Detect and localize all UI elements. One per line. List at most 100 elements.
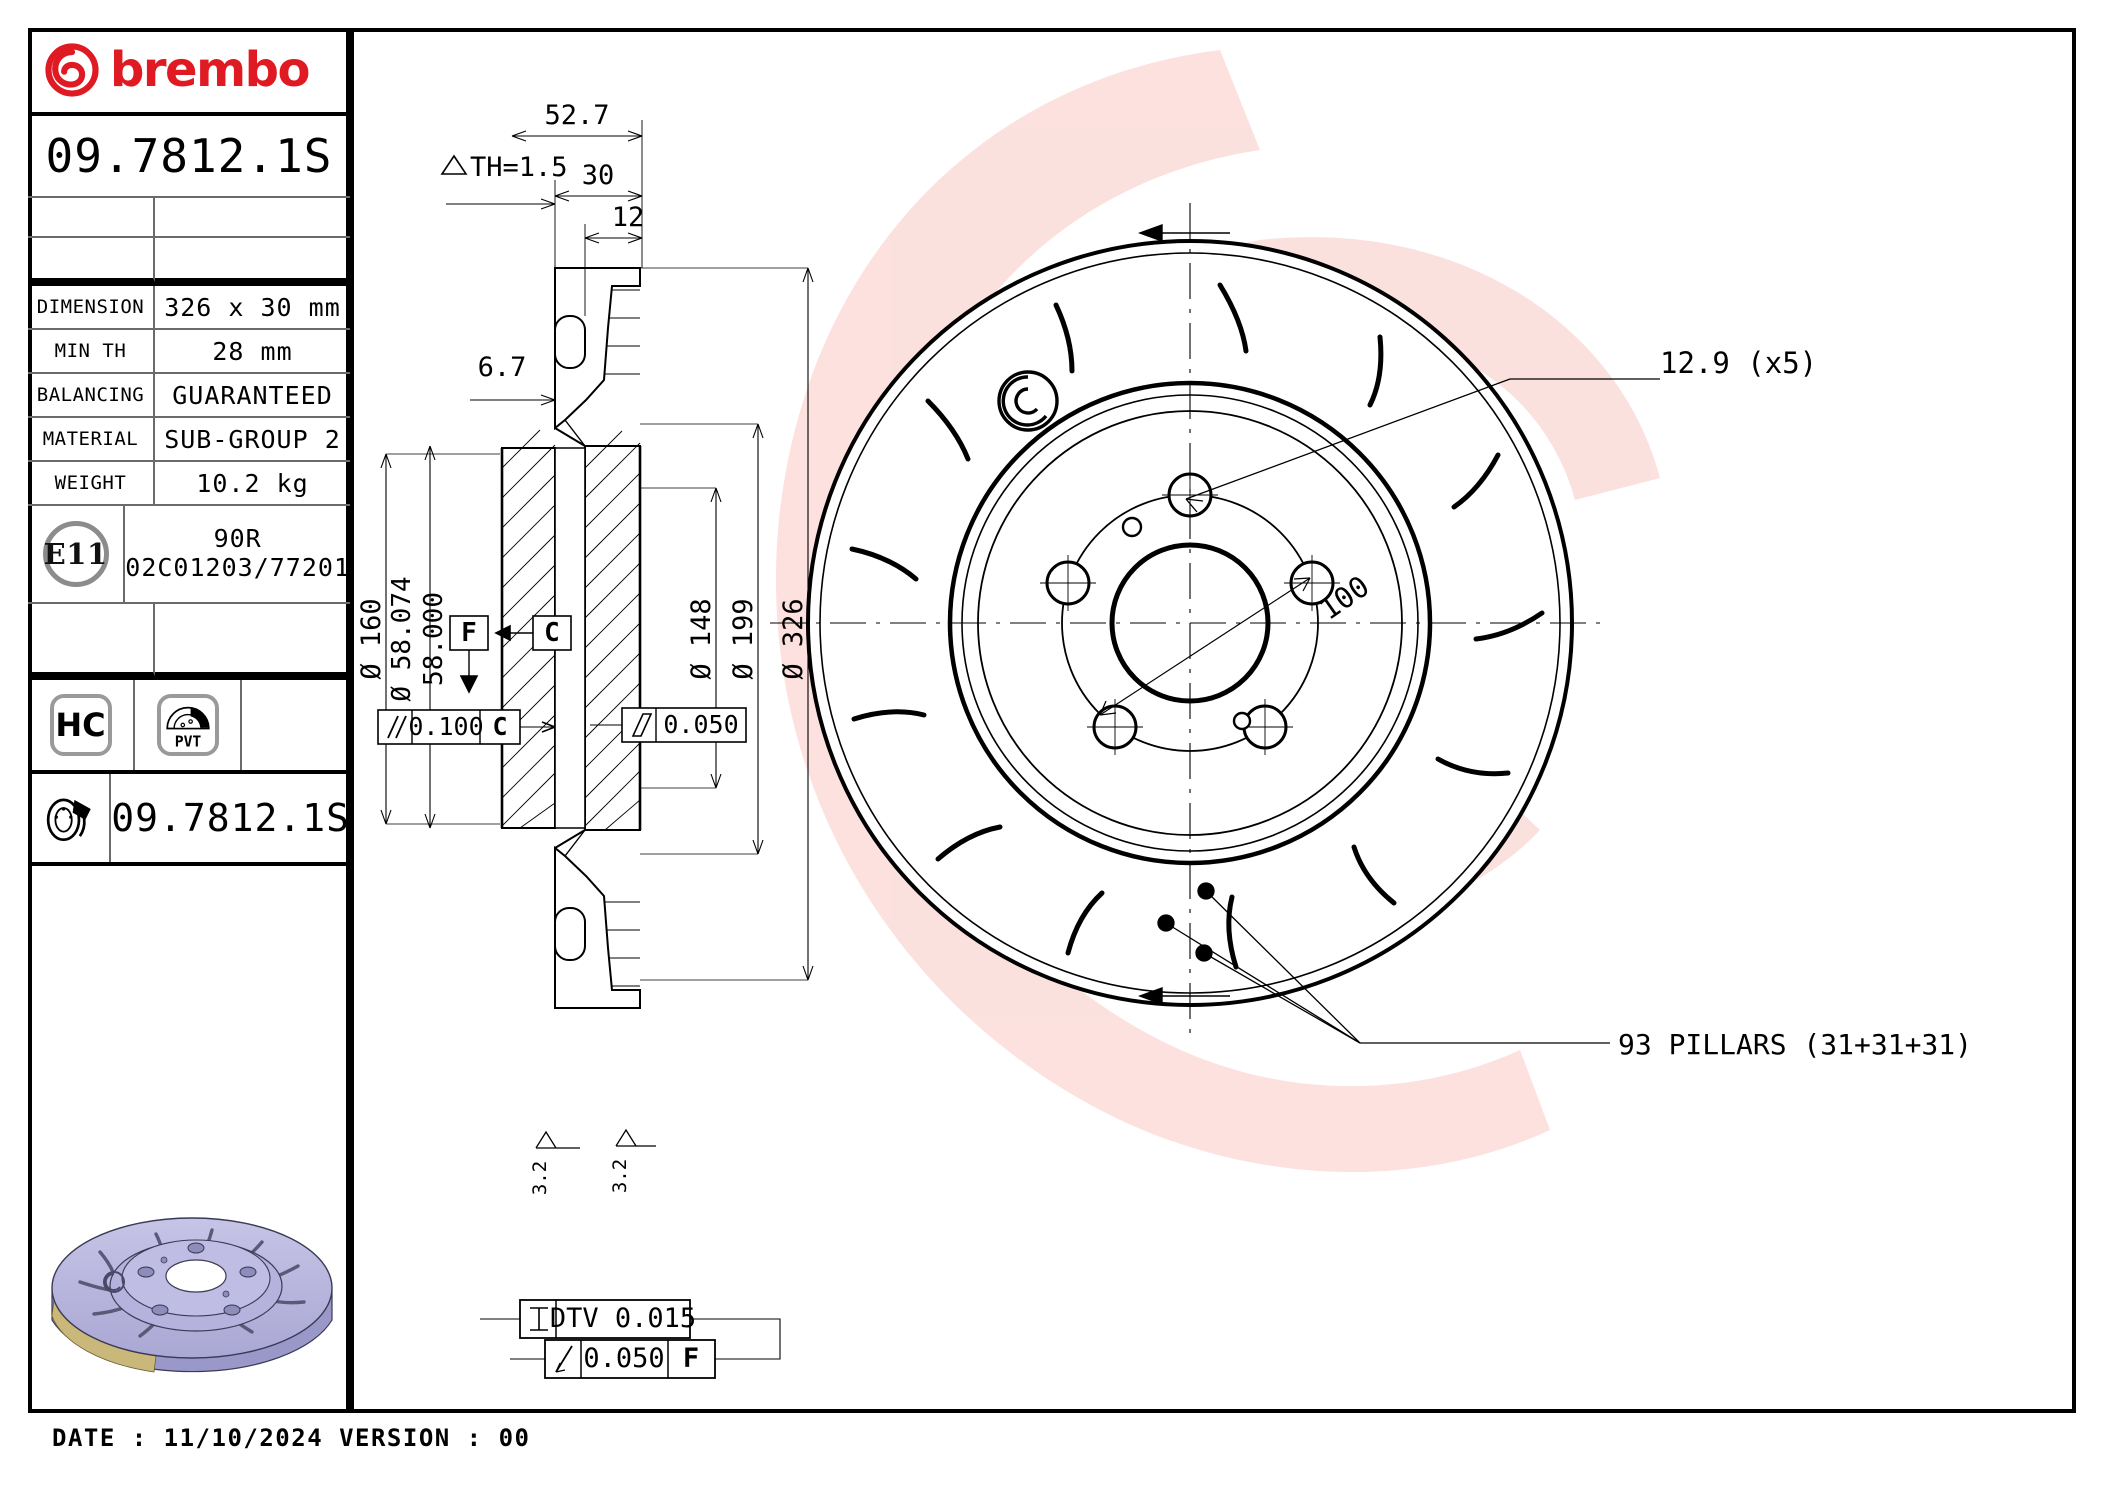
spec-row-material: MATERIAL SUB-GROUP 2: [28, 418, 350, 462]
blank-cell-r3: [155, 604, 350, 676]
triangle-icon: [440, 154, 468, 175]
tol-parallelism-value: 0.100: [408, 712, 483, 741]
spec-label-weight: WEIGHT: [28, 462, 155, 504]
technical-drawing: 52.7 30 12 TH=1.5 6.7 Ø 160 Ø 58.074 58.…: [356, 100, 1972, 1379]
spec-value-weight: 10.2 kg: [196, 468, 309, 498]
blank-cell-r1: [155, 198, 350, 236]
spec-value-dimension: 326 x 30 mm: [164, 292, 341, 322]
dim-th-1-5: TH=1.5: [470, 152, 568, 183]
brembo-spiral-logo-icon: [45, 43, 99, 97]
badge-cell-empty: [242, 680, 349, 770]
blank-cell-l1: [28, 198, 155, 236]
brand-logo-row: brembo: [28, 28, 350, 116]
footer-date-version: DATE : 11/10/2024 VERSION : 00: [52, 1424, 531, 1452]
e11-badge: E11: [42, 521, 109, 587]
pvt-badge-cell: PVT: [135, 680, 242, 770]
disc-icon-cell: [28, 774, 112, 862]
dia-symbol-199: Ø: [728, 663, 759, 679]
dim-199-group: Ø 199: [728, 598, 759, 679]
datum-f-label: F: [461, 618, 477, 648]
spec-label-material: MATERIAL: [28, 418, 155, 460]
svg-text:Ø 160: Ø 160: [356, 598, 387, 679]
part-code-repeat: 09.7812.1S: [111, 796, 350, 840]
surface-finish-2: 3.2: [609, 1159, 631, 1193]
disc-3d-render: [51, 1217, 333, 1373]
homologation-line-1: 90R: [213, 524, 262, 554]
plan-view: [770, 203, 1660, 1044]
dia-symbol-hub: Ø: [387, 686, 417, 702]
surface-finish-1: 3.2: [529, 1161, 551, 1195]
blank-row-2: [28, 238, 350, 286]
svg-text:Ø 199: Ø 199: [728, 598, 759, 679]
part-code: 09.7812.1S: [45, 129, 333, 183]
title-block-frame: [28, 28, 350, 1413]
blank-cell-l2: [28, 238, 155, 282]
dim-12: 12: [612, 202, 645, 233]
tol-parallelism-datum: C: [492, 712, 507, 741]
dim-326-group: Ø 326: [778, 598, 809, 679]
spec-label-balancing: BALANCING: [28, 374, 155, 416]
hc-badge-cell: HC: [28, 680, 135, 770]
disc-icon-code-row: 09.7812.1S: [28, 774, 350, 866]
homologation-line-2: 02C01203/77201: [125, 553, 350, 582]
part-code-row: 09.7812.1S: [28, 116, 350, 198]
label-pillar-count: 93 PILLARS (31+31+31): [1618, 1028, 1972, 1061]
spec-value-min-th: 28 mm: [212, 336, 293, 366]
homologation-number-cell: 90R 02C01203/77201: [125, 506, 350, 602]
tol-runout-datum: F: [683, 1343, 699, 1374]
dim-148: 148: [686, 598, 717, 647]
dim-bore-160-group: Ø 160: [356, 598, 387, 679]
svg-text:Ø 58.074: Ø 58.074: [387, 576, 417, 701]
badge-row: HC PVT: [28, 680, 350, 774]
dim-160: 160: [356, 598, 387, 647]
dim-6-7: 6.7: [478, 352, 527, 383]
hc-badge: HC: [49, 694, 112, 756]
spec-row-dimension: DIMENSION 326 x 30 mm: [28, 286, 350, 330]
dim-52-7: 52.7: [544, 100, 609, 131]
section-bottom-pad: [530, 1028, 640, 1044]
pvt-disc-icon: PVT: [165, 706, 210, 751]
spec-label-dimension: DIMENSION: [28, 286, 155, 328]
dim-326: 326: [778, 598, 809, 647]
dim-30: 30: [582, 160, 615, 191]
spec-value-material: SUB-GROUP 2: [164, 424, 341, 454]
brand-name: brembo: [110, 42, 310, 98]
blank-cell-l3: [28, 604, 155, 676]
hc-badge-label: HC: [55, 706, 106, 744]
drawing-area-frame: [350, 28, 2076, 1413]
svg-text:Ø 326: Ø 326: [778, 598, 809, 679]
pvt-badge: PVT: [156, 694, 219, 756]
e11-badge-cell: E11: [28, 506, 126, 602]
spec-row-homologation: E11 90R 02C01203/77201: [28, 506, 350, 604]
datum-c-label: C: [544, 618, 560, 648]
blank-row-1: [28, 198, 350, 238]
tol-flatness-value: 0.050: [663, 710, 738, 739]
dia-symbol-326: Ø: [778, 663, 809, 679]
dim-148-group: Ø 148: [686, 598, 717, 679]
dim-hub-tol-upper-group: Ø 58.074: [387, 576, 417, 701]
hat-neck: [554, 419, 586, 857]
dim-hub-tol-lower-group: 58.000: [419, 592, 449, 686]
surface-finish-2-group: 3.2: [609, 1159, 631, 1193]
dia-symbol-160: Ø: [356, 663, 387, 679]
spec-row-min-th: MIN TH 28 mm: [28, 330, 350, 374]
spec-label-min-th: MIN TH: [28, 330, 155, 372]
dim-58-000: 58.000: [419, 592, 449, 686]
dim-199: 199: [728, 598, 759, 647]
spec-row-balancing: BALANCING GUARANTEED: [28, 374, 350, 418]
svg-text:PVT: PVT: [174, 734, 201, 751]
surface-finish-marks: [535, 1128, 656, 1149]
surface-finish-1-group: 3.2: [529, 1161, 551, 1195]
spec-value-balancing: GUARANTEED: [172, 380, 333, 410]
tol-runout-value: 0.050: [583, 1343, 664, 1374]
label-bolt-hole-dia: 12.9 (x5): [1660, 346, 1817, 380]
spec-row-weight: WEIGHT 10.2 kg: [28, 462, 350, 506]
th-tolerance-group: TH=1.5: [440, 152, 568, 183]
dia-symbol-148: Ø: [686, 663, 717, 679]
blank-row-3: [28, 604, 350, 680]
title-block: brembo 09.7812.1S DIMENSION 326 x 30 mm …: [28, 28, 350, 866]
tol-dtv-value: DTV 0.015: [550, 1303, 696, 1334]
tolerance-frames: [377, 615, 781, 1379]
blank-cell-r2: [155, 238, 350, 282]
